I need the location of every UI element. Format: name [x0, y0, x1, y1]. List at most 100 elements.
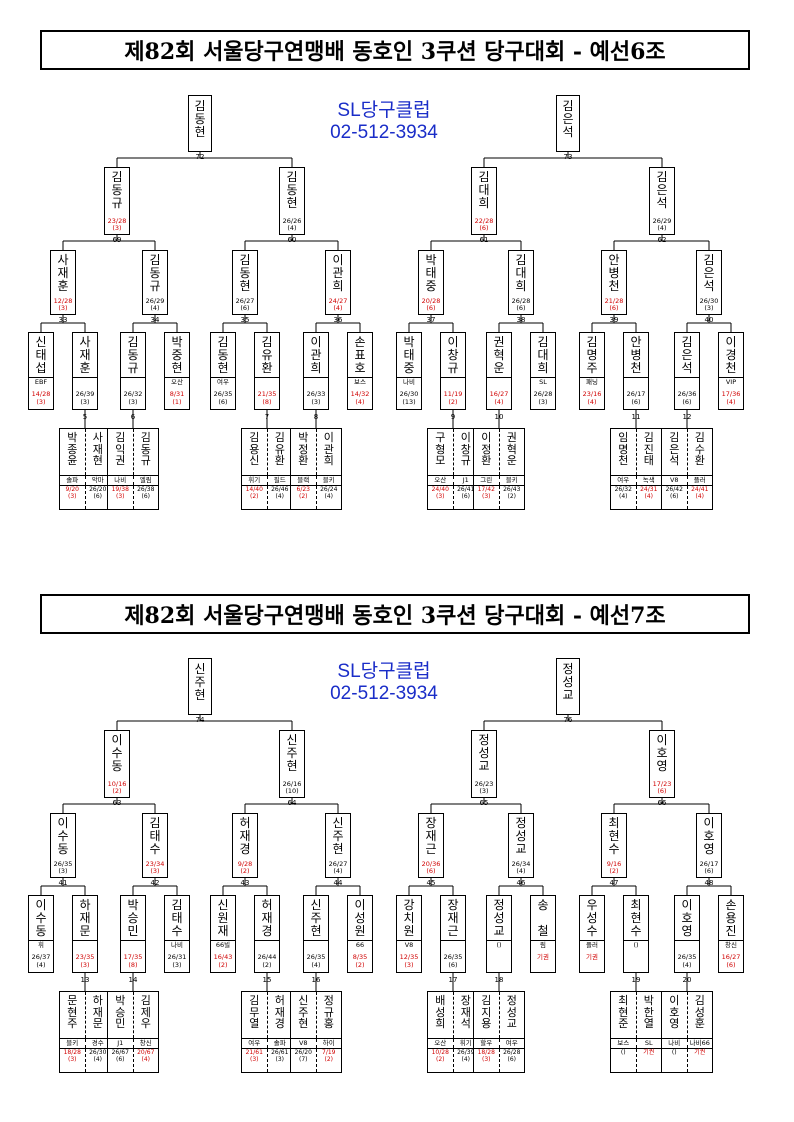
club-text: [121, 377, 145, 387]
score-text: 24/41: [691, 486, 709, 493]
rank-text: (4): [516, 867, 526, 875]
club-text: [73, 377, 97, 387]
rank-text: (3): [482, 1056, 491, 1063]
playin-scores: 17/42(3)26/43(2): [474, 485, 524, 509]
score-cell: 21/61(3): [242, 1049, 267, 1072]
club-text: [487, 377, 511, 387]
score-text: 17/23: [652, 780, 672, 788]
score-text: 14/32: [350, 390, 370, 398]
score-text: 26/33: [306, 390, 326, 398]
match-number: 37: [426, 316, 436, 324]
club-text: EBF: [29, 377, 53, 387]
score-text: 26/27: [328, 860, 348, 868]
score-text: 26/43: [503, 486, 521, 493]
score-text: 26/30: [89, 1049, 107, 1056]
rank-text: (3): [704, 304, 714, 312]
club-text: 나비66: [686, 1039, 713, 1048]
match-number: 19: [631, 976, 641, 984]
score-cell: 26/43(2): [498, 486, 525, 509]
rank-text: (6): [682, 398, 692, 406]
rank-text: (3): [250, 1056, 259, 1063]
match-number: 45: [426, 879, 436, 887]
score-text: 26/20: [294, 1049, 312, 1056]
rank-text: (3): [36, 398, 46, 406]
club-text: SL: [635, 1039, 662, 1048]
club-text: 나비: [165, 940, 189, 950]
score-text: 26/67: [111, 1049, 129, 1056]
club-text: 여우: [248, 1039, 261, 1047]
score-cell: 26/20(6): [84, 486, 111, 509]
club-text: 솔파: [266, 1039, 293, 1048]
club-text: 보스: [348, 377, 372, 387]
rank-text: (6): [448, 961, 458, 969]
score-text: 26/26: [282, 217, 302, 225]
score-cell: 10/28(2): [428, 1049, 453, 1072]
score-text: 26/35: [306, 953, 326, 961]
score-text: 기권: [643, 1049, 655, 1056]
match-number: 15: [262, 976, 272, 984]
score-cell: 18/28(3): [60, 1049, 85, 1072]
score-text: 17/42: [477, 486, 495, 493]
bracket-lines: [40, 152, 732, 428]
club-text: 여우: [211, 377, 235, 387]
match-number: 34: [150, 316, 160, 324]
match-number: 48: [704, 879, 714, 887]
playin-scores: 10/28(2)26/39(4): [428, 1048, 478, 1072]
score-text: 23/35: [75, 953, 95, 961]
rank-text: (4): [461, 1056, 471, 1063]
rank-text: (3): [538, 398, 548, 406]
club-text: 여우: [498, 1039, 525, 1048]
rank-text: (4): [619, 493, 628, 500]
rank-text: (4): [93, 1056, 103, 1063]
club-text: 휘: [29, 940, 53, 950]
score-text: 26/36: [677, 390, 697, 398]
match-number: 64: [287, 799, 297, 807]
score-text: 24/31: [640, 486, 658, 493]
playin-scores: 18/28(3) 26/30(4): [60, 1048, 110, 1072]
score-text: 26/39: [75, 390, 95, 398]
sponsor-phone: 02-512-3934: [330, 683, 438, 704]
score-text: 26/28: [511, 297, 531, 305]
club-text: 휘기: [452, 1039, 479, 1048]
sponsor-name: SL당구클럽: [337, 100, 431, 121]
score-text: 24/40: [431, 486, 449, 493]
